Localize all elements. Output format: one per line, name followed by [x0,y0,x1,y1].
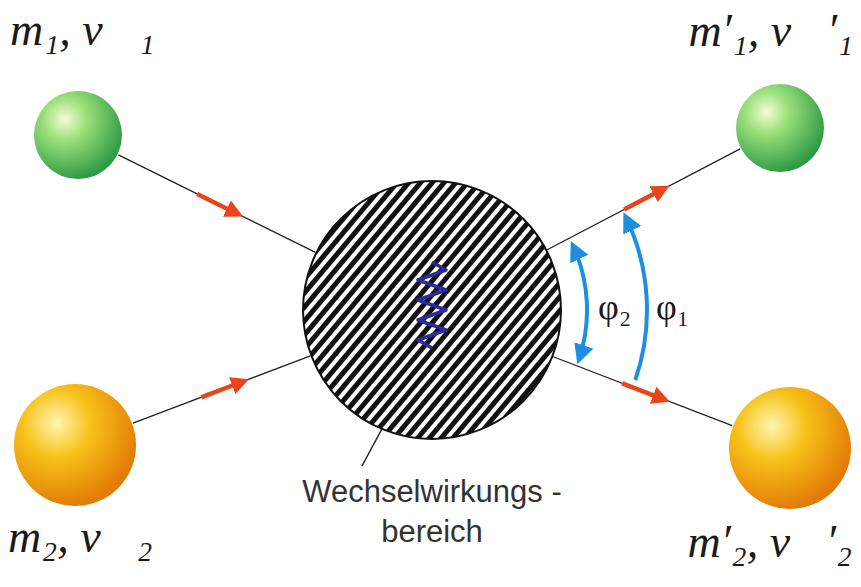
trajectory-line [553,357,732,426]
trajectory-line [133,356,310,423]
region-label: Wechselwirkungs - bereich [252,472,612,553]
particle-sphere: m₁, v⃗₁ [33,90,123,180]
leader-line [362,425,384,466]
region-shape [302,180,562,440]
particle-label: m′₂, v⃗′₂ [687,514,852,569]
trajectory-line [118,155,315,252]
trajectory-connector [133,356,310,423]
trajectory-connector [547,149,740,250]
sphere-shape [13,383,137,507]
particle-sphere: m′₂, v⃗′₂ [728,386,852,510]
velocity-arrow [622,383,663,399]
sphere-circle [34,91,122,179]
interaction-region: Wechselwirkungs - bereich [302,180,562,440]
trajectory-connector [118,155,315,252]
sphere-circle [14,384,136,506]
spring-symbol [418,262,446,348]
angle-label: φ₂ [598,288,631,328]
sphere-shape [735,83,825,173]
particle-label: m₂, v⃗₂ [8,509,152,564]
sphere-shape [33,90,123,180]
particle-sphere: m₂, v⃗₂ [13,383,137,507]
particle-label: m₁, v⃗₁ [10,2,154,57]
sphere-circle [736,84,824,172]
velocity-arrow [624,189,663,209]
sphere-shape [728,386,852,510]
hatched-circle [303,181,561,439]
velocity-arrow [197,194,236,213]
sphere-circle [729,387,851,509]
angle-arc-phi2 [573,245,588,361]
particle-sphere: m′₁, v⃗′₁ [735,83,825,173]
velocity-arrow [201,382,242,398]
particle-label: m′₁, v⃗′₁ [688,3,853,58]
angle-label: φ₁ [656,288,689,328]
trajectory-line [547,149,740,250]
trajectory-connector [553,357,732,426]
